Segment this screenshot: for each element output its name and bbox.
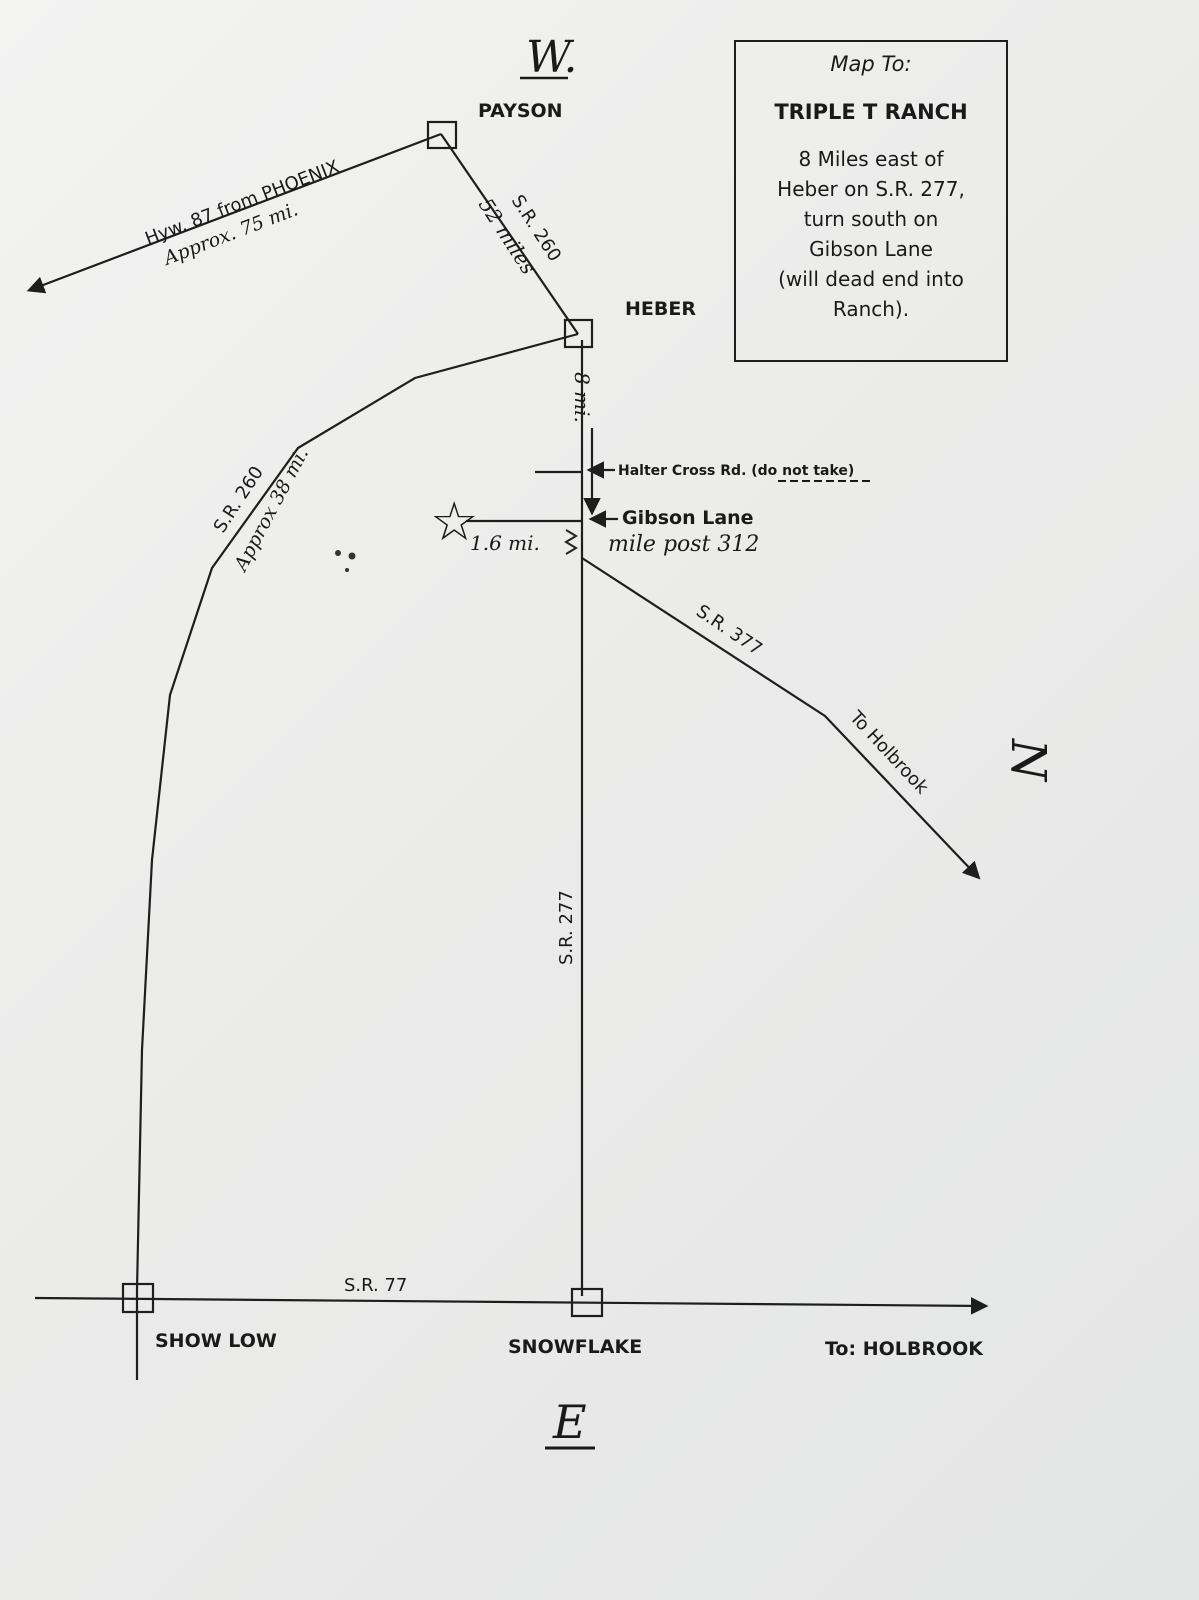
directions-line: Gibson Lane [809,237,933,261]
directions-text: 8 Miles east of Heber on S.R. 277, turn … [736,144,1006,324]
sr-377-label: S.R. 377 [692,601,766,660]
holbrook-label: To: HOLBROOK [825,1338,984,1360]
directions-line: turn south on [803,207,939,231]
sr-77-label: S.R. 77 [344,1275,407,1296]
heber-gibson-distance-label: 8 mi. [570,372,594,423]
directions-line: (will dead end into [778,267,964,291]
directions-box: Map To: TRIPLE T RANCH 8 Miles east of H… [734,40,1008,362]
directions-line: 8 Miles east of [798,147,944,171]
sr-377-destination-label: To Holbrook [845,706,933,798]
hwy-87-road [26,132,442,294]
sr-277-label: S.R. 277 [556,890,577,965]
heber-label: HEBER [625,298,696,320]
pencil-mark [348,552,356,560]
sr-77-road [34,1296,989,1315]
west-label: W. [526,32,578,83]
sr-377-road [581,557,981,880]
show-low-square-icon [121,1282,155,1314]
gibson-lane-label: Gibson Lane [622,507,754,529]
heber-square-icon [563,318,594,349]
pencil-mark [335,550,341,556]
halter-cross-road-text: Halter Cross Rd. (do not take) [618,463,854,479]
gibson-distance-label: 1.6 mi. [470,531,540,555]
sr-260-heber-showlow-road [135,332,579,1380]
milepost-scribble [564,529,578,555]
directions-line: Heber on S.R. 277, [777,177,965,201]
payson-square-icon [426,120,458,150]
ranch-title: TRIPLE T RANCH [774,100,968,124]
snowflake-square-icon [570,1287,604,1318]
pencil-mark [345,568,349,572]
sr-260-payson-heber-road [440,133,579,335]
north-label: N [1000,738,1056,783]
east-label: E [552,1395,587,1449]
ranch-star-icon: ☆ [430,490,478,553]
payson-label: PAYSON [478,100,563,122]
directions-line: Ranch). [832,297,910,321]
show-low-label: SHOW LOW [155,1330,277,1352]
box-heading: Map To: [830,52,912,76]
snowflake-label: SNOWFLAKE [508,1336,642,1358]
milepost-label: mile post 312 [608,532,759,557]
halter-cross-road-label: Halter Cross Rd. (do not take) [618,463,854,479]
